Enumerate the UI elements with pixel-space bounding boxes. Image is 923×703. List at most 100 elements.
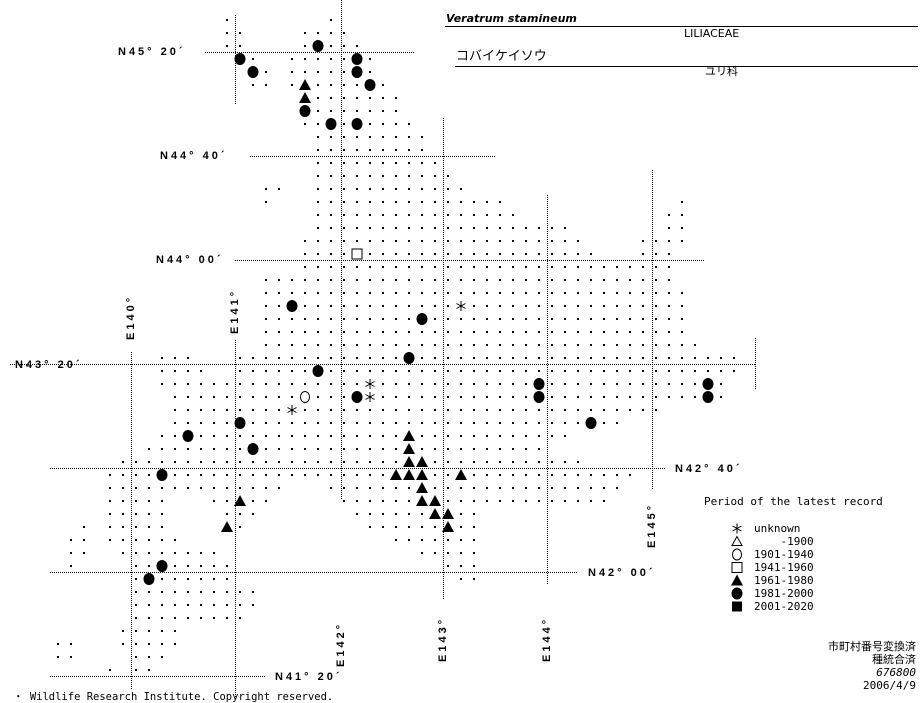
mesh-dot [226,565,228,567]
mesh-dot [642,279,644,281]
mesh-dot [434,422,436,424]
mesh-dot [395,500,397,502]
mesh-dot [369,409,371,411]
mesh-dot [681,331,683,333]
copyright-footer: ・ Wildlife Research Institute. Copyright… [13,691,334,703]
mesh-dot [213,617,215,619]
mesh-dot [252,435,254,437]
mesh-dot [460,487,462,489]
mesh-dot [382,201,384,203]
mesh-dot [486,214,488,216]
mesh-dot [434,175,436,177]
mesh-dot [317,110,319,112]
mesh-dot [317,474,319,476]
mesh-dot [278,318,280,320]
mesh-dot [356,201,358,203]
mesh-dot [421,266,423,268]
mesh-dot [629,331,631,333]
mesh-dot [447,565,449,567]
mesh-dot [148,630,150,632]
mesh-dot [408,513,410,515]
mesh-dot [187,565,189,567]
mesh-dot [369,253,371,255]
mesh-dot [421,214,423,216]
mesh-dot [213,422,215,424]
mesh-dot [304,305,306,307]
mesh-dot [109,669,111,671]
mesh-dot [278,487,280,489]
mesh-dot [369,461,371,463]
mesh-dot [447,383,449,385]
mesh-dot [330,409,332,411]
mesh-dot [512,396,514,398]
mesh-dot [330,383,332,385]
mesh-dot [356,227,358,229]
filled-circle-marker [247,443,259,455]
mesh-dot [434,539,436,541]
mesh-dot [382,318,384,320]
mesh-dot [57,643,59,645]
lat-label-41-20: N41° 20´ [275,671,343,683]
mesh-dot [252,396,254,398]
mesh-dot [525,344,527,346]
mesh-dot [707,357,709,359]
mesh-dot [304,357,306,359]
mesh-dot [525,461,527,463]
mesh-dot [395,370,397,372]
mesh-dot [603,487,605,489]
mesh-dot [499,383,501,385]
mesh-dot [395,396,397,398]
mesh-dot [590,279,592,281]
mesh-dot [551,474,553,476]
mesh-dot [187,409,189,411]
mesh-dot [499,422,501,424]
mesh-dot [265,435,267,437]
mesh-dot [330,370,332,372]
mesh-dot [460,357,462,359]
mesh-dot [356,318,358,320]
mesh-dot [395,461,397,463]
legend-item-label: 1901-1940 [754,548,814,561]
mesh-dot [395,435,397,437]
mesh-dot [538,331,540,333]
mesh-dot [330,487,332,489]
mesh-dot [369,240,371,242]
mesh-dot [642,396,644,398]
mesh-dot [330,292,332,294]
mesh-dot [356,214,358,216]
mesh-dot [330,149,332,151]
mesh-dot [356,422,358,424]
note-code: 676800 [876,666,916,679]
mesh-dot [538,474,540,476]
mesh-dot [304,253,306,255]
mesh-dot [538,487,540,489]
mesh-dot [330,240,332,242]
filled-circle-marker [416,313,428,325]
mesh-dot [174,383,176,385]
mesh-dot [70,565,72,567]
mesh-dot [577,370,579,372]
mesh-dot [239,435,241,437]
mesh-dot [109,500,111,502]
mesh-dot [382,331,384,333]
mesh-dot [369,175,371,177]
mesh-dot [538,422,540,424]
mesh-dot [369,513,371,515]
mesh-dot [460,565,462,567]
asterisk-marker [365,392,375,402]
mesh-dot [356,279,358,281]
mesh-dot [551,370,553,372]
mesh-dot [577,500,579,502]
mesh-dot [200,474,202,476]
mesh-dot [317,383,319,385]
mesh-dot [460,227,462,229]
mesh-dot [304,240,306,242]
mesh-dot [135,552,137,554]
mesh-dot [304,71,306,73]
mesh-dot [135,617,137,619]
mesh-dot [317,162,319,164]
mesh-dot [395,526,397,528]
mesh-dot [317,422,319,424]
mesh-dot [343,266,345,268]
mesh-dot [486,227,488,229]
